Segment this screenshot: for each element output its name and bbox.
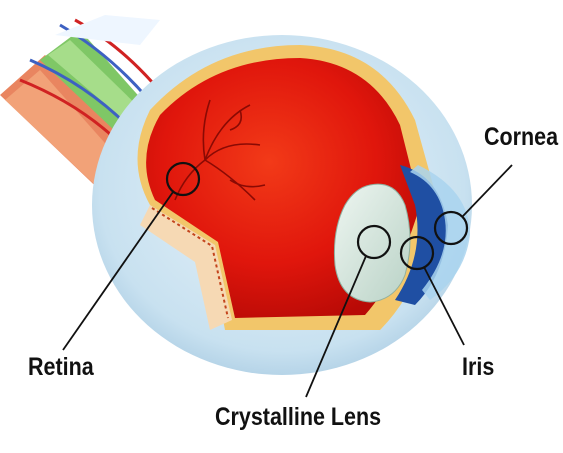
cornea-label: Cornea (484, 125, 558, 150)
retina-label: Retina (28, 355, 94, 380)
iris-label: Iris (462, 355, 494, 380)
crystalline-lens-label: Crystalline Lens (215, 405, 381, 430)
